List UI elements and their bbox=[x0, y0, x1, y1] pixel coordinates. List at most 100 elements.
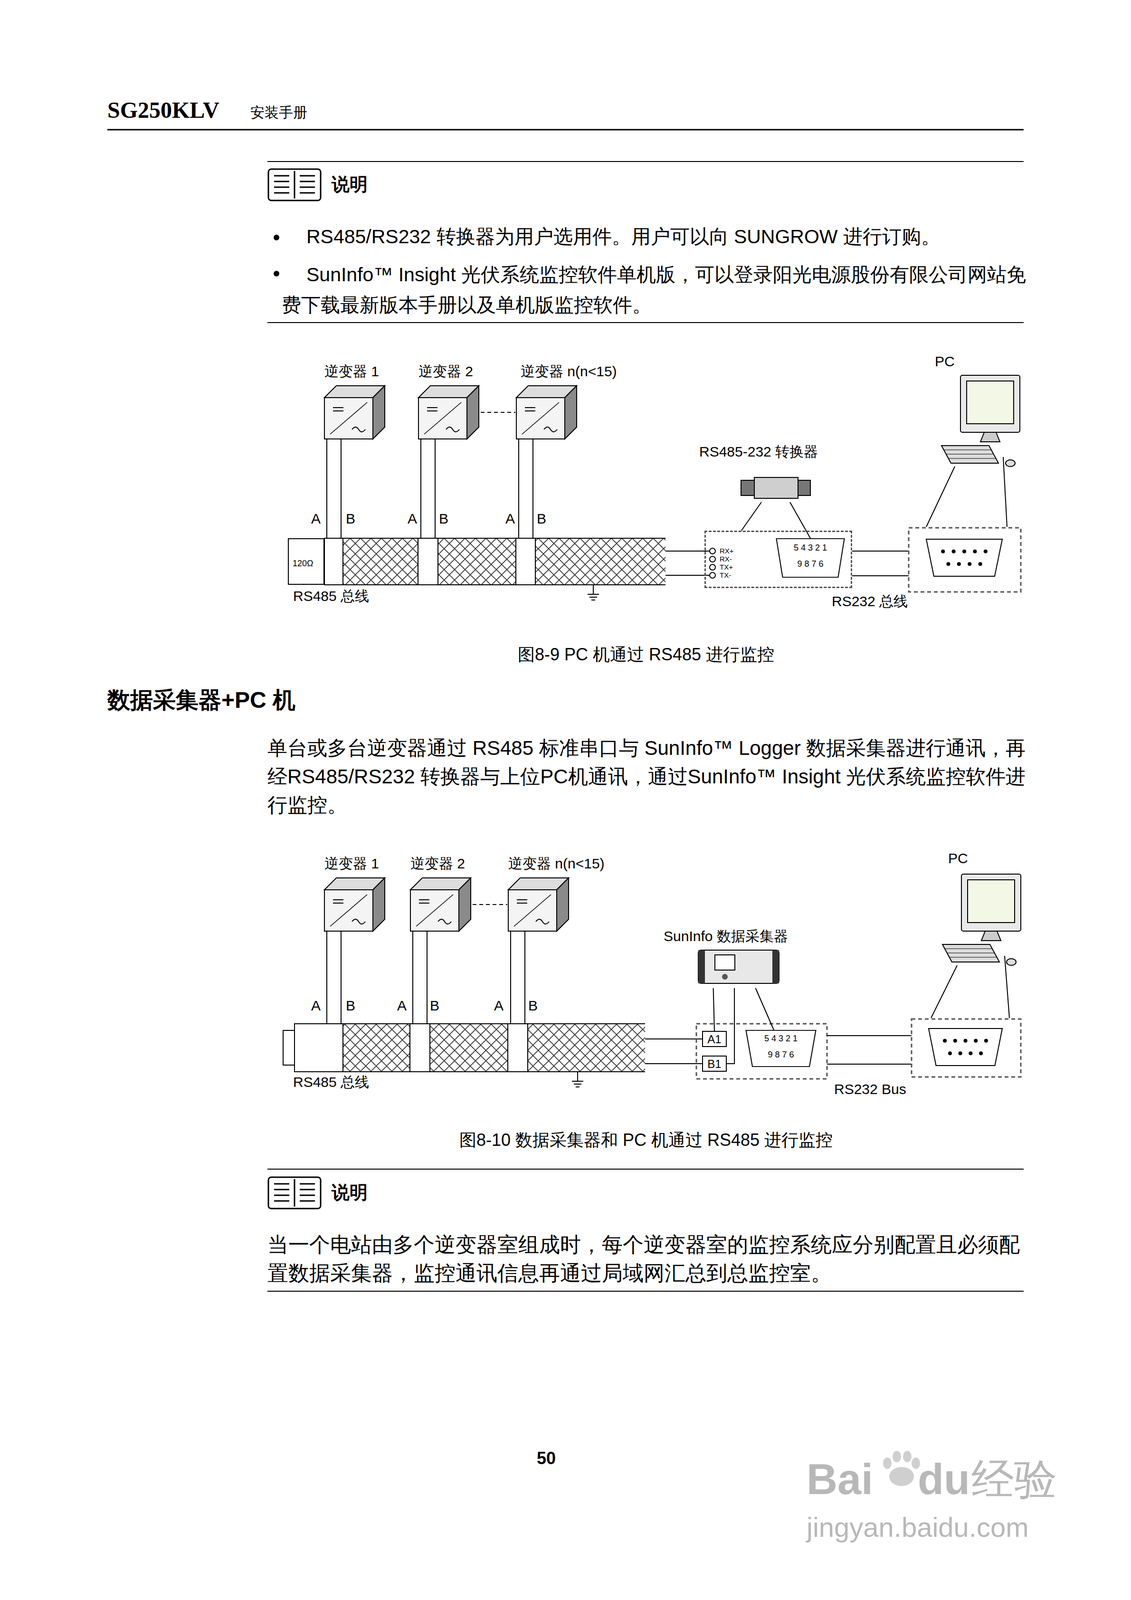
node-text: TX+ bbox=[719, 562, 733, 572]
label: 单台或多台逆变器通过 RS485 标准串口与 SunInfo™ Logger 数… bbox=[267, 733, 1033, 820]
rs485-lead bbox=[326, 438, 328, 539]
rs485-lead bbox=[434, 438, 436, 539]
ac-symbol bbox=[351, 919, 366, 924]
ac-symbol bbox=[351, 427, 366, 432]
shielded-cable bbox=[342, 1023, 410, 1072]
bullet-dot bbox=[273, 234, 280, 241]
dc-symbol bbox=[524, 407, 536, 409]
db9-connector bbox=[928, 1028, 1003, 1066]
dashed-continuation bbox=[472, 903, 508, 905]
db9-pin bbox=[963, 1038, 968, 1043]
inverter-symbol bbox=[424, 402, 462, 435]
rs485-wire bbox=[645, 1038, 703, 1040]
node-text: 120Ω bbox=[292, 558, 314, 570]
watermark-paw bbox=[892, 1450, 902, 1463]
inverter: 逆变器 n(n<15) bbox=[508, 877, 569, 932]
logger-side bbox=[772, 950, 780, 984]
dc-symbol bbox=[332, 407, 344, 409]
inverter: 逆变器 n(n<15) bbox=[516, 385, 577, 439]
watermark: jingyan.baidu.com bbox=[806, 1510, 1029, 1544]
db9-pin bbox=[940, 549, 945, 554]
note-rule bbox=[267, 1290, 1024, 1292]
db9-pin bbox=[958, 1051, 963, 1055]
shielded-cable bbox=[527, 1023, 646, 1072]
keyboard-keys bbox=[947, 952, 995, 954]
rs485-lead bbox=[524, 931, 526, 1024]
converter-plug bbox=[741, 480, 755, 496]
ground-symbol bbox=[587, 593, 599, 595]
dc-symbol bbox=[418, 902, 430, 904]
shielded-cable bbox=[429, 1023, 508, 1072]
terminator-resistor: 120Ω bbox=[287, 538, 325, 585]
keyboard-keys bbox=[948, 458, 997, 459]
data-logger: SunInfo 数据采集器 bbox=[696, 949, 781, 989]
watermark: 经验 bbox=[971, 1453, 1057, 1505]
inverter-front bbox=[508, 889, 557, 932]
label: B bbox=[536, 510, 547, 528]
junction-block bbox=[294, 1023, 343, 1072]
node-text: TX- bbox=[719, 570, 732, 580]
cable-edge bbox=[324, 537, 666, 539]
ac-symbol bbox=[446, 427, 460, 432]
monitor bbox=[961, 874, 1021, 932]
rs485-lead bbox=[326, 931, 328, 1024]
node-heading: PC bbox=[948, 849, 969, 867]
pc-port-box bbox=[911, 1018, 1021, 1077]
rs485-lead bbox=[340, 438, 342, 539]
keyboard bbox=[942, 944, 1000, 962]
db9-pin bbox=[983, 549, 988, 554]
dc-symbol bbox=[524, 410, 536, 412]
inverter-side bbox=[372, 877, 385, 932]
watermark-paw bbox=[889, 1466, 914, 1486]
watermark-paw bbox=[902, 1450, 912, 1463]
inverter-symbol bbox=[330, 402, 368, 435]
inverter-side bbox=[564, 385, 577, 439]
terminator bbox=[283, 1030, 295, 1065]
dc-symbol bbox=[516, 899, 528, 901]
note-bullet: RS485/RS232 转换器为用户选用件。用户可以向 SUNGROW 进行订购… bbox=[306, 225, 941, 249]
ac-symbol bbox=[437, 919, 452, 924]
logger-side bbox=[698, 950, 705, 984]
label: 当一个电站由多个逆变器室组成时，每个逆变器室的监控系统应分别配置且必须配置数据采… bbox=[267, 1230, 1037, 1288]
node-heading: SunInfo 数据采集器 bbox=[663, 927, 789, 945]
converter-body bbox=[754, 477, 799, 499]
watermark-paw bbox=[883, 1457, 892, 1469]
label: A bbox=[407, 510, 418, 528]
db9-shape bbox=[776, 538, 845, 578]
db9-pin bbox=[972, 549, 977, 554]
connector bbox=[789, 502, 811, 539]
rs485-lead bbox=[510, 931, 512, 1024]
node-heading: 逆变器 1 bbox=[324, 855, 380, 873]
connector bbox=[755, 988, 774, 1030]
inverter-side bbox=[556, 877, 569, 932]
junction-block bbox=[324, 538, 343, 585]
db9-pin bbox=[951, 549, 956, 554]
cable-edge bbox=[294, 1071, 646, 1073]
label: B bbox=[528, 997, 538, 1015]
monitor-screen bbox=[966, 380, 1014, 424]
terminal bbox=[709, 548, 716, 554]
node-text: A1 bbox=[707, 1032, 722, 1047]
junction-block bbox=[515, 538, 536, 585]
converter-plug bbox=[798, 480, 811, 496]
rs485-lead bbox=[420, 438, 422, 539]
rs485-wire bbox=[665, 550, 710, 552]
monitor-stand bbox=[980, 432, 1000, 442]
rs485-lead bbox=[518, 438, 520, 539]
pc-lead bbox=[926, 466, 955, 527]
node-heading: RS485-232 转换器 bbox=[699, 443, 818, 461]
node-heading: 逆变器 2 bbox=[410, 855, 466, 873]
terminal bbox=[709, 556, 716, 562]
db9-connector bbox=[926, 539, 1003, 577]
inverter-side bbox=[458, 877, 471, 932]
inverter-front bbox=[516, 397, 565, 439]
rs232-wire bbox=[852, 550, 909, 552]
dashed-continuation bbox=[480, 411, 516, 413]
book-line bbox=[299, 180, 315, 183]
book-line bbox=[299, 192, 315, 194]
converter-terminal-box: RX+RX-TX+TX-5 4 3 2 19 8 7 6 bbox=[704, 530, 853, 589]
label: A bbox=[505, 510, 515, 528]
book-line bbox=[274, 175, 290, 177]
cable-edge bbox=[294, 1023, 646, 1025]
